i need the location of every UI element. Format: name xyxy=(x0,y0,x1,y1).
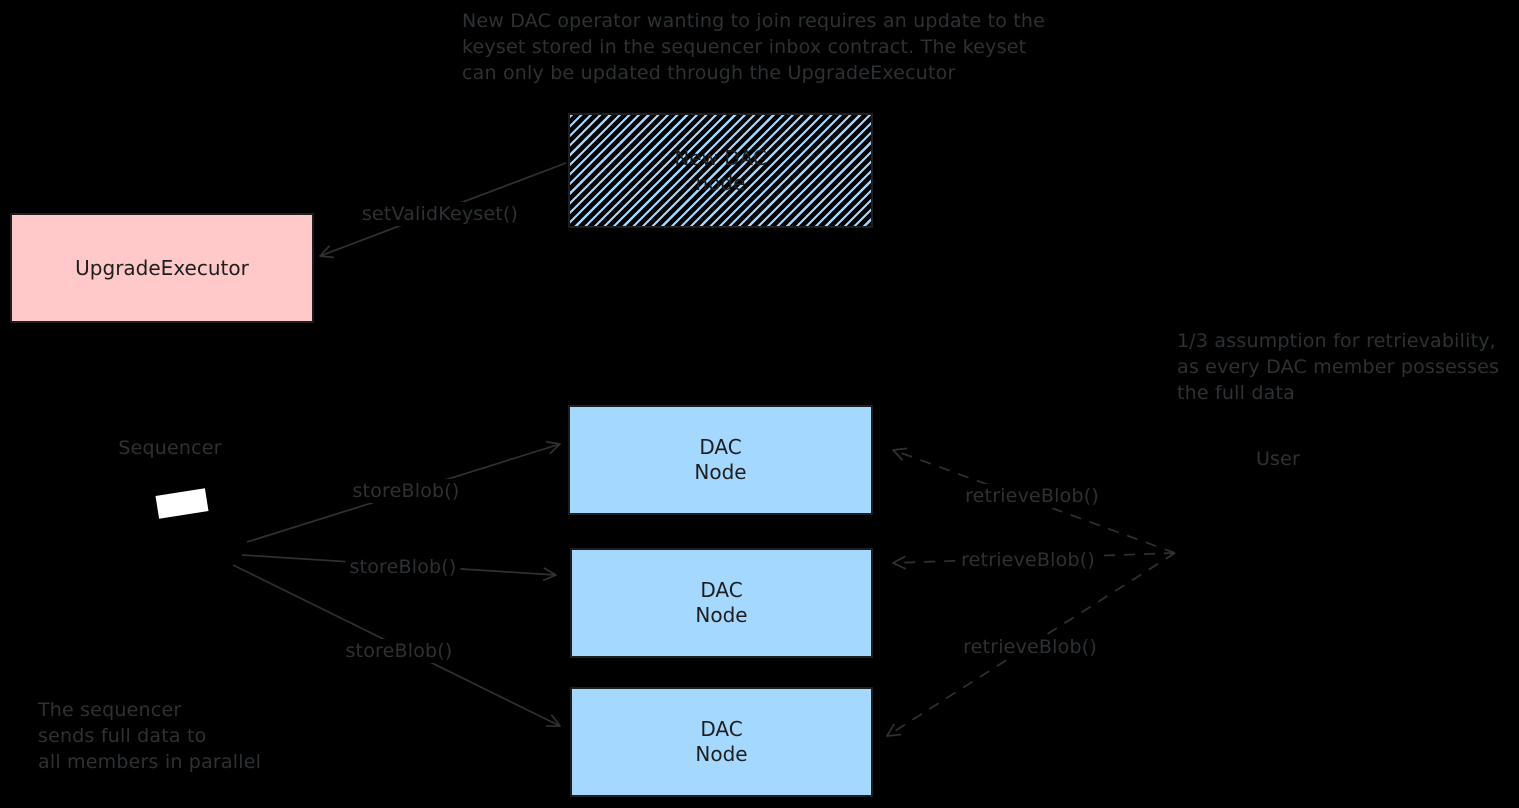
sequencer-laptop-screen-icon xyxy=(155,488,209,519)
user-label: User xyxy=(1255,448,1301,470)
upgrade-executor-box: UpgradeExecutor xyxy=(10,213,314,323)
edge-label-set-valid-keyset: setValidKeyset() xyxy=(357,202,523,226)
dac-node-box-3: DAC Node xyxy=(570,687,873,797)
dac-node-label-1: DAC Node xyxy=(694,435,747,484)
dac-node-box-1: DAC Node xyxy=(568,405,873,515)
edge-label-retrieve-blob-2: retrieveBlob() xyxy=(957,548,1099,572)
new-dac-node-label: New DAC node xyxy=(674,145,767,195)
upgrade-executor-label: UpgradeExecutor xyxy=(75,255,249,280)
sequencer-label: Sequencer xyxy=(118,437,222,459)
dac-node-label-3: DAC Node xyxy=(695,717,748,766)
edge-label-store-blob-2: storeBlob() xyxy=(345,555,461,579)
dac-node-label-2: DAC Node xyxy=(695,578,748,627)
new-dac-node-box: New DAC node xyxy=(568,113,873,228)
note-retrievability: 1/3 assumption for retrievability, as ev… xyxy=(1177,330,1500,404)
dac-node-box-2: DAC Node xyxy=(570,548,873,658)
note-keyset-update: New DAC operator wanting to join require… xyxy=(462,10,1046,84)
edge-label-store-blob-1: storeBlob() xyxy=(348,479,464,503)
edge-label-store-blob-3: storeBlob() xyxy=(341,639,457,663)
edge-label-retrieve-blob-3: retrieveBlob() xyxy=(959,635,1101,659)
edge-label-retrieve-blob-1: retrieveBlob() xyxy=(961,484,1103,508)
note-sequencer-parallel: The sequencer sends full data to all mem… xyxy=(38,699,262,773)
